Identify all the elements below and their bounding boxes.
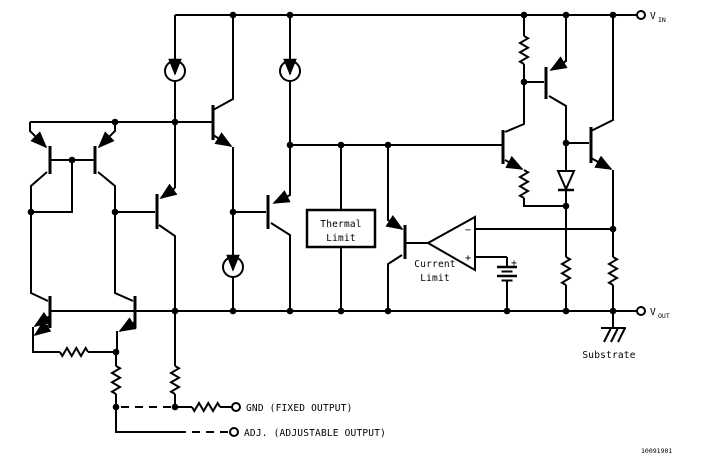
- battery-plus-sign: +: [511, 258, 517, 269]
- gnd-terminal-label: GND (FIXED OUTPUT): [246, 403, 353, 414]
- gnd-terminal: [231, 402, 241, 412]
- vout-label-sub: OUT: [658, 312, 670, 320]
- bandgap-stage: [32, 296, 180, 407]
- thermal-limit-label-2: Limit: [326, 233, 356, 244]
- junction-dots: [27, 11, 617, 411]
- pnp-mirror-pair: [29, 122, 134, 302]
- gain-stage: [115, 15, 291, 311]
- vout-terminal: [636, 306, 646, 316]
- opamp-plus-sign: +: [465, 253, 471, 264]
- figure-number: 10091901: [641, 447, 672, 455]
- substrate-ground-icon: [601, 311, 626, 343]
- substrate-label: Substrate: [582, 350, 635, 361]
- power-rails: [30, 14, 637, 312]
- current-limit-label-1: Current: [414, 259, 455, 270]
- current-source-3: [222, 147, 244, 311]
- opamp-minus-sign: −: [465, 225, 471, 236]
- vin-label-sub: IN: [658, 16, 666, 24]
- vin-terminal: [636, 10, 646, 20]
- current-limit-stage: [385, 145, 613, 311]
- adj-terminal-label: ADJ. (ADJUSTABLE OUTPUT): [244, 428, 386, 439]
- vout-label: V: [650, 307, 656, 318]
- battery-symbol: [497, 257, 517, 311]
- thermal-limit-block: Thermal Limit: [305, 145, 377, 311]
- vin-label: V: [650, 11, 656, 22]
- diode: [556, 170, 576, 192]
- current-limit-label-2: Limit: [420, 273, 450, 284]
- adj-terminal: [229, 427, 239, 437]
- current-limit-opamp: [425, 215, 476, 272]
- current-source-1: [164, 15, 186, 188]
- driver-stage: [501, 15, 618, 311]
- current-source-2: [279, 15, 301, 145]
- thermal-limit-label-1: Thermal: [320, 219, 361, 230]
